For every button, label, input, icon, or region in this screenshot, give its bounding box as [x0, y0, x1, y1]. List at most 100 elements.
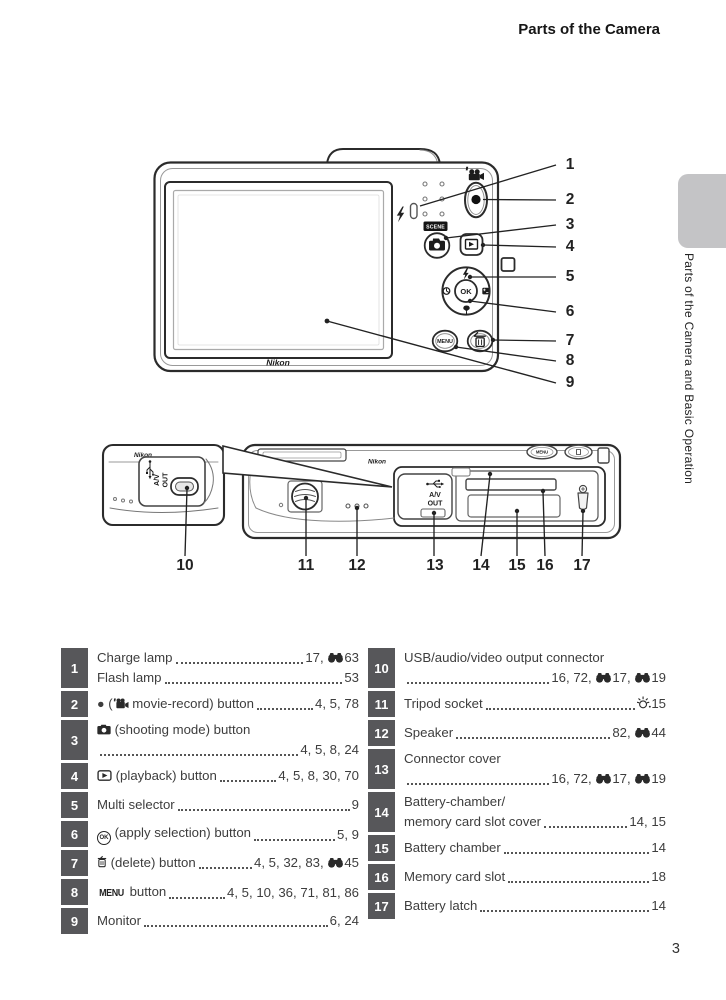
movie-mode-icon	[113, 694, 129, 714]
menu-button: MENU	[431, 329, 459, 353]
row-number-badge: 7	[61, 850, 88, 876]
legend-label: Flash lamp	[97, 670, 162, 685]
dotted-leader	[143, 925, 328, 927]
legend-label: Monitor	[97, 913, 141, 928]
dotted-leader	[456, 737, 611, 739]
callout-7: 7	[565, 332, 575, 349]
legend-line: 16, 72, 17, 19	[404, 668, 666, 688]
row-number-badge: 1	[61, 648, 88, 688]
dotted-leader	[508, 881, 650, 883]
side-connector-inset: Nikon A/V OUT	[101, 443, 226, 527]
dotted-leader	[177, 809, 350, 811]
menu-button-bottom: MENU	[526, 444, 558, 460]
row-number-badge: 4	[61, 763, 88, 789]
dotted-leader	[407, 783, 550, 785]
legend-label: Tripod socket	[404, 696, 483, 711]
dotted-leader	[407, 682, 550, 684]
dotted-leader	[480, 910, 650, 912]
av-out-label: A/V OUT	[154, 472, 170, 488]
exposure-compensation-icon	[482, 287, 489, 295]
legend-column: 10 USB/audio/video output connector 16, 72…	[368, 648, 666, 937]
legend-line: 4, 5, 8, 24	[97, 740, 359, 760]
reference-section-icon	[595, 769, 612, 789]
shooting-mode-button	[423, 232, 451, 259]
legend-line: Memory card slot 18	[404, 867, 666, 887]
legend-line: Battery-chamber/	[404, 792, 666, 812]
dotted-leader	[100, 754, 299, 756]
macro-mode-icon	[463, 305, 470, 315]
record-button-icon: ●	[97, 697, 105, 711]
legend-label: Battery chamber	[404, 840, 501, 855]
page-references: 18	[651, 869, 666, 884]
row-number-badge: 3	[61, 720, 88, 760]
callout-3: 3	[565, 216, 575, 233]
callout-5: 5	[565, 268, 575, 285]
legend-line: 16, 72, 17, 19	[404, 769, 666, 789]
legend-label: Battery-chamber/	[404, 794, 506, 809]
page-references: 4, 5, 10, 36, 71, 81, 86	[227, 884, 359, 900]
reference-section-icon	[595, 668, 612, 688]
dotted-leader	[198, 867, 252, 869]
page-references: 16, 72, 17, 19	[551, 769, 666, 789]
row-number-badge: 2	[61, 691, 88, 717]
dotted-leader	[219, 780, 277, 782]
page-references: 16, 72, 17, 19	[551, 668, 666, 688]
row-number-badge: 5	[61, 792, 88, 818]
legend-label: Battery latch	[404, 898, 478, 913]
page-references: 4, 5, 78	[315, 696, 359, 711]
camera-bottom-diagram: Nikon MENU	[241, 443, 622, 540]
av-out-cover: A/V OUT	[397, 473, 453, 520]
playback-button	[459, 233, 484, 256]
page-references: 5, 9	[337, 827, 359, 842]
delete-button-bottom	[564, 444, 593, 460]
trash-icon	[473, 331, 486, 348]
brand-logo: Nikon	[266, 358, 290, 368]
delete-icon	[97, 853, 107, 873]
page-references: 17, 63	[305, 648, 359, 668]
legend-label: MENU button	[97, 882, 166, 903]
playback-icon	[97, 766, 112, 786]
legend-label: Memory card slot	[404, 869, 506, 884]
row-number-badge: 12	[368, 720, 395, 746]
row-number-badge: 15	[368, 835, 395, 861]
callout-6: 6	[565, 303, 575, 320]
indicator-holes	[422, 181, 445, 217]
legend-line: USB/audio/video output connector	[404, 648, 666, 668]
legend-line: MENU button 4, 5, 10, 36, 71, 81, 86	[97, 882, 359, 903]
callout-16: 16	[536, 557, 554, 574]
page-references: 82, 44	[612, 723, 666, 743]
legend-label: (shooting mode) button	[97, 720, 250, 740]
callout-12: 12	[348, 557, 366, 574]
legend-label: Multi selector	[97, 797, 175, 812]
flash-mode-icon	[462, 267, 469, 280]
legend-label: USB/audio/video output connector	[404, 650, 605, 665]
page-number: 3	[671, 941, 680, 957]
legend-label: ● ( movie-record) button	[97, 694, 254, 714]
page-references: 53	[344, 670, 359, 685]
legend-label: OK (apply selection) button	[97, 823, 251, 845]
magnifier-wedge	[222, 444, 393, 488]
row-number-badge: 10	[368, 648, 395, 688]
flash-symbol-icon	[396, 206, 405, 223]
row-content: MENU button 4, 5, 10, 36, 71, 81, 86	[88, 879, 359, 905]
